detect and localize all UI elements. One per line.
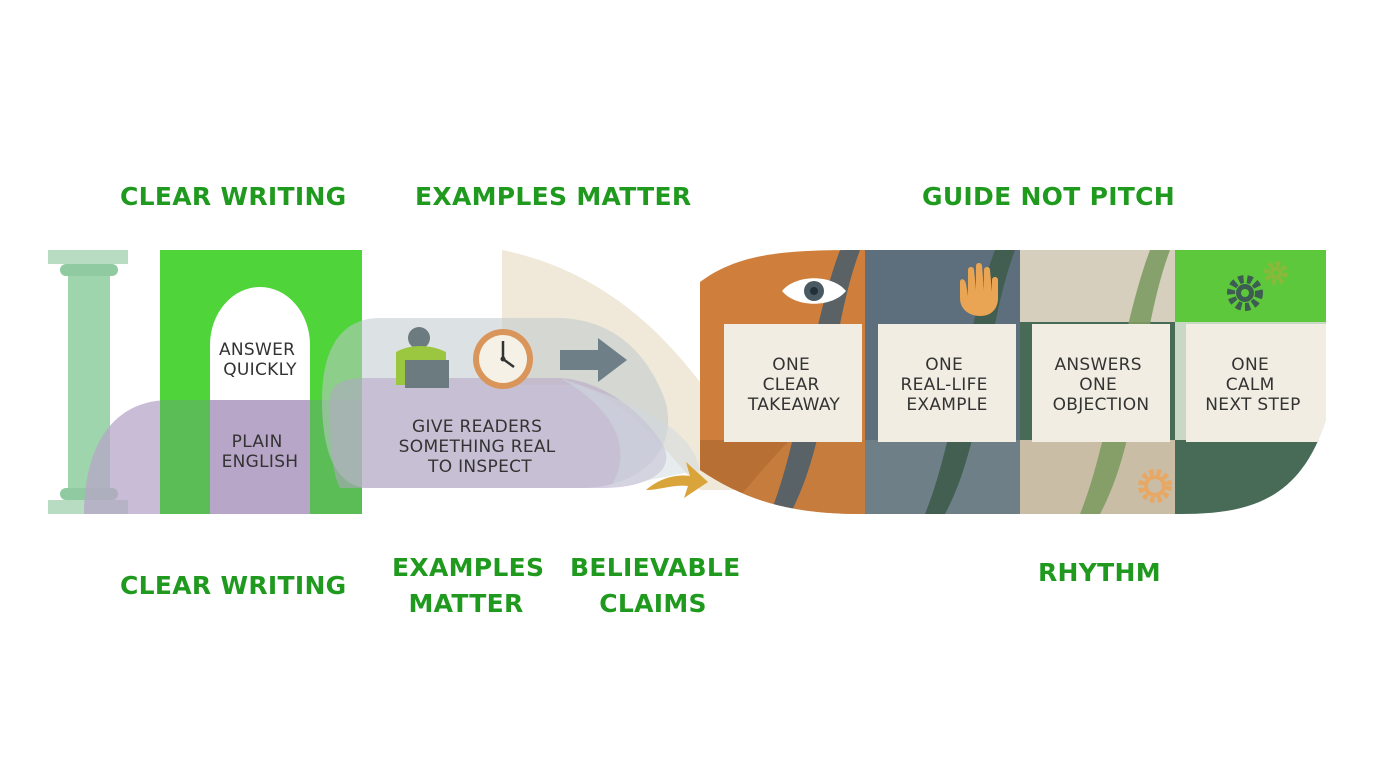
panel-text-real-life-example: ONE REAL-LIFE EXAMPLE bbox=[901, 355, 994, 415]
bottom-label-examples-matter: EXAMPLES MATTER bbox=[392, 550, 545, 622]
bottom-label-examples-matter-line2: MATTER bbox=[408, 589, 524, 618]
gears-icon bbox=[1227, 261, 1288, 311]
bottom-label-rhythm: RHYTHM bbox=[1038, 558, 1161, 587]
bottom-label-examples-matter-line1: EXAMPLES bbox=[392, 553, 545, 582]
panel-text-calm-next-step: ONE CALM NEXT STEP bbox=[1205, 355, 1300, 415]
orange-arrow-icon bbox=[646, 462, 708, 498]
bottom-label-believable-claims-line2: CLAIMS bbox=[599, 589, 707, 618]
bottom-label-clear-writing: CLEAR WRITING bbox=[120, 571, 347, 600]
bottom-label-believable-claims: BELIEVABLE CLAIMS bbox=[570, 550, 741, 622]
top-label-guide-not-pitch: GUIDE NOT PITCH bbox=[922, 182, 1176, 211]
top-label-examples-matter: EXAMPLES MATTER bbox=[415, 182, 692, 211]
eye-icon bbox=[782, 278, 846, 304]
panel-text-clear-takeaway: ONE CLEAR TAKEAWAY bbox=[747, 355, 841, 415]
arrow-right-icon bbox=[560, 338, 627, 382]
hand-icon bbox=[960, 263, 998, 316]
top-label-clear-writing: CLEAR WRITING bbox=[120, 182, 347, 211]
examples-band-text: GIVE READERS SOMETHING REAL TO INSPECT bbox=[399, 417, 562, 477]
arch-text-plain-english: PLAIN ENGLISH bbox=[222, 432, 299, 472]
panel-group bbox=[700, 250, 1326, 514]
column-icon bbox=[48, 250, 128, 514]
clock-icon bbox=[473, 329, 533, 389]
bottom-label-believable-claims-line1: BELIEVABLE bbox=[570, 553, 741, 582]
panel-text-answers-objection: ANSWERS ONE OBJECTION bbox=[1053, 355, 1150, 415]
cog-icon bbox=[1138, 469, 1172, 503]
person-icon bbox=[396, 327, 449, 388]
arch-text-answer-quickly: ANSWER QUICKLY bbox=[219, 340, 301, 380]
